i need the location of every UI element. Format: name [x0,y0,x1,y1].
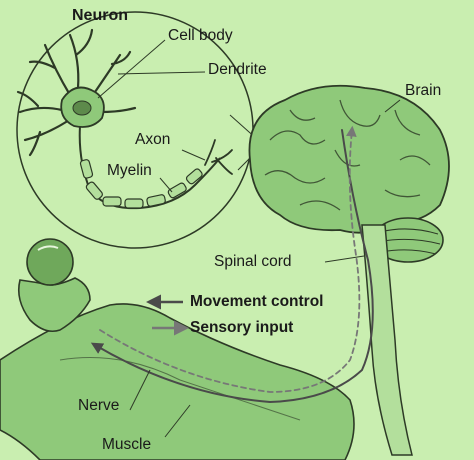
cell-body-label: Cell body [168,27,233,44]
muscle-label: Muscle [102,436,152,453]
nerve-label: Nerve [78,397,120,414]
brain-folds [264,99,431,211]
body-pointer-lines [129,99,401,438]
neuron-inset [16,11,254,249]
dendrite-branches [16,28,137,157]
neuron-pointer-lines [97,39,206,193]
legend-movement-label: Movement control [190,293,324,310]
legend-sensory-label: Sensory input [190,319,294,336]
sensory-pathway [99,125,361,393]
brain-label: Brain [405,82,442,99]
axon-label: Axon [135,131,171,148]
legend-movement: Movement control [190,294,323,310]
brain [248,84,450,263]
axon-terminals [204,139,233,175]
dendrite-label: Dendrite [208,61,267,78]
spinal-cord-label: Spinal cord [214,253,292,270]
spinal-cord [361,224,413,456]
myelin-label: Myelin [107,162,152,179]
legend-arrows [146,294,189,336]
arm [0,238,355,460]
nerve-pathways [90,125,374,404]
myelin-sheath [79,159,203,209]
legend-sensory: Sensory input [190,320,293,336]
neuron-label: Neuron [72,7,128,24]
nucleus [72,100,92,116]
movement-pathway [90,129,374,404]
